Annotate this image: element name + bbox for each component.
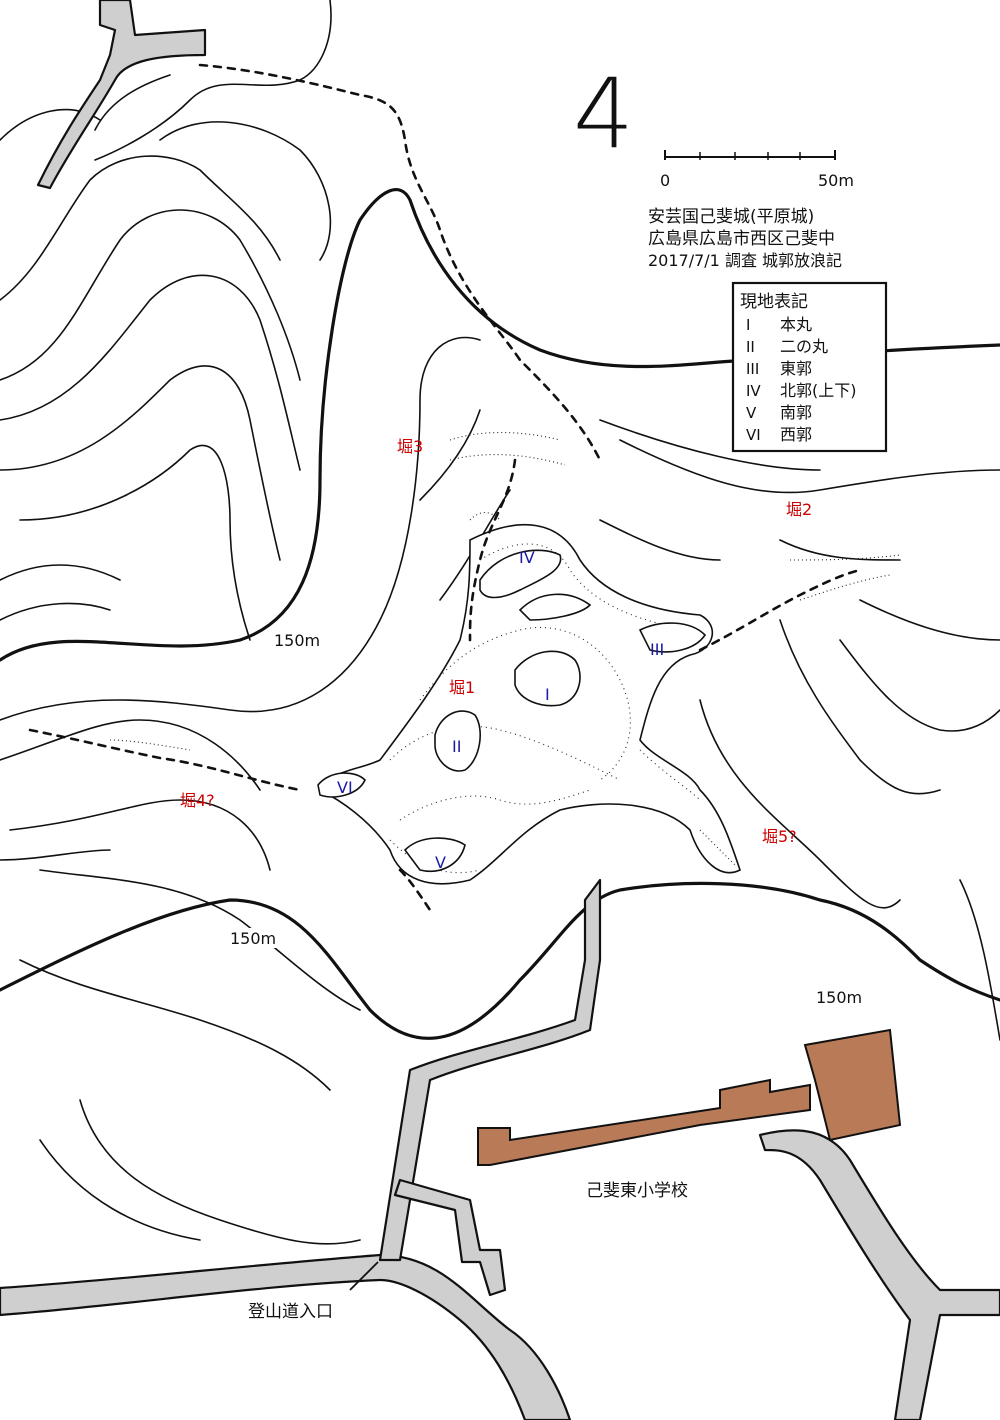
legend-numeral: II [746,338,755,356]
legend-numeral: III [746,360,759,378]
moat-labels: 堀1 堀2 堀3 堀4? 堀5? [180,437,812,846]
elevation-label: 150m [230,929,276,948]
legend-name: 南郭 [780,403,812,422]
title-line-1: 安芸国己斐城(平原城) [648,207,814,227]
castle-baileys [317,523,741,885]
title-line-2: 広島県広島市西区己斐中 [648,229,835,249]
map-title: 安芸国己斐城(平原城) 広島県広島市西区己斐中 2017/7/1 調査 城郭放浪… [648,207,842,270]
elevation-label: 150m [274,631,320,650]
legend-box: 現地表記 I 本丸 II 二の丸 III 東郭 IV 北郭(上下) V 南郭 V… [731,281,888,453]
elevation-label: 150m [816,988,862,1007]
legend-numeral: VI [746,426,761,444]
moat-4-label: 堀4? [180,791,215,810]
school-approach-road [393,1178,507,1297]
moat-1-label: 堀1 [449,678,475,697]
legend-name: 東郭 [780,359,812,378]
moat-5-label: 堀5? [762,827,797,846]
legend-numeral: IV [746,382,761,400]
enclosure-ii-label: II [452,737,461,756]
enclosure-i-label: I [545,685,550,704]
scale-end-label: 50m [818,171,854,190]
enclosure-v-label: V [435,853,446,872]
north-mark: 4 [573,58,634,170]
legend-name: 西郭 [780,425,812,444]
legend-numeral: V [746,404,757,422]
trails [28,63,862,912]
legend-name: 北郭(上下) [780,381,857,400]
scale-bar: 0 50m [660,150,854,190]
legend-name: 本丸 [780,315,812,334]
east-road [758,1129,1000,1420]
enclosure-iv-label: IV [519,548,535,567]
legend-name: 二の丸 [780,337,828,356]
legend-header: 現地表記 [740,292,808,312]
school-building-long [477,1078,811,1166]
enclosure-labels: I II III IV V VI [337,548,664,872]
enclosure-vi-label: VI [337,778,353,797]
access-road [378,878,602,1262]
legend-numeral: I [746,316,750,334]
school-label: 己斐東小学校 [586,1181,688,1201]
moat-marks [109,432,901,866]
upper-left-road [36,0,207,190]
elevation-labels: 150m 150m 150m [228,630,866,1007]
title-line-3: 2017/7/1 調査 城郭放浪記 [648,251,842,270]
school-buildings [477,1028,902,1166]
scale-start-label: 0 [660,171,670,190]
trailhead-pointer [349,1261,379,1291]
moat-3-label: 堀3 [397,437,423,456]
school-building-main [803,1028,902,1142]
enclosure-iii-label: III [650,640,664,659]
main-road [0,1253,572,1420]
moat-2-label: 堀2 [786,500,812,519]
trailhead-label: 登山道入口 [248,1302,333,1322]
